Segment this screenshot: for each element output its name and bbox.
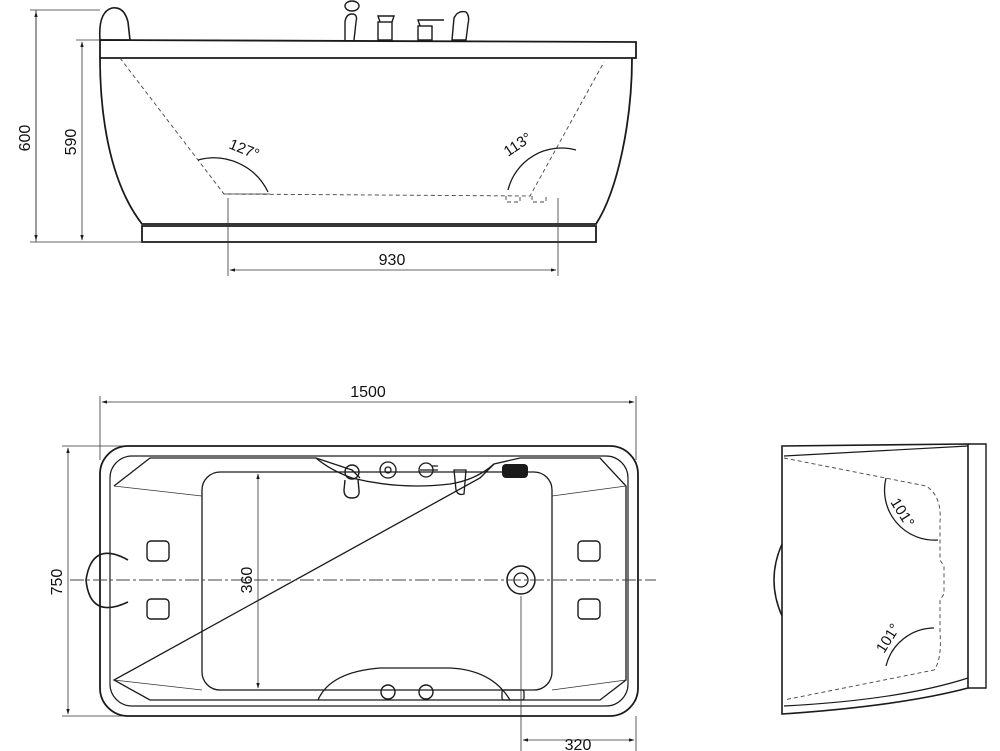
dim-overall-width: 750 xyxy=(49,569,66,596)
angle-label-end-top: 101° xyxy=(887,495,918,530)
dim-inner-length: 930 xyxy=(379,252,406,269)
end-elevation-view: 101° 101° xyxy=(773,443,987,715)
dim-height-rim: 590 xyxy=(63,129,80,156)
faucet-fittings xyxy=(344,0,470,41)
tub-outer-rim xyxy=(99,445,639,717)
interior-profile xyxy=(119,57,605,197)
tub-body xyxy=(99,57,633,225)
top-plan-view: 1500 750 xyxy=(49,384,656,751)
basin-floor xyxy=(201,471,553,691)
basin-slope xyxy=(112,457,627,701)
angle-arc-right xyxy=(507,147,577,191)
deck-fittings xyxy=(343,461,528,499)
angle-label-end-bottom: 101° xyxy=(873,621,904,656)
end-interior-profile xyxy=(783,457,945,701)
side-jets xyxy=(146,540,601,620)
angle-label-left: 127° xyxy=(227,136,262,163)
jet-button-left xyxy=(380,684,396,700)
angle-label-right: 113° xyxy=(501,129,535,160)
jet-button-right xyxy=(418,684,434,700)
dim-drain-offset: 320 xyxy=(565,737,592,751)
tub-plinth xyxy=(141,225,597,243)
dim-height-total: 600 xyxy=(17,125,34,152)
headrest-plan xyxy=(85,552,129,609)
tub-rim xyxy=(99,39,637,59)
headrest xyxy=(98,6,131,41)
end-outline xyxy=(781,443,969,715)
side-elevation-view: 127° 113° 600 590 930 xyxy=(17,0,637,276)
dim-inner-width: 360 xyxy=(239,567,256,594)
angle-arc-left xyxy=(197,157,269,193)
dim-overall-length: 1500 xyxy=(350,384,386,401)
